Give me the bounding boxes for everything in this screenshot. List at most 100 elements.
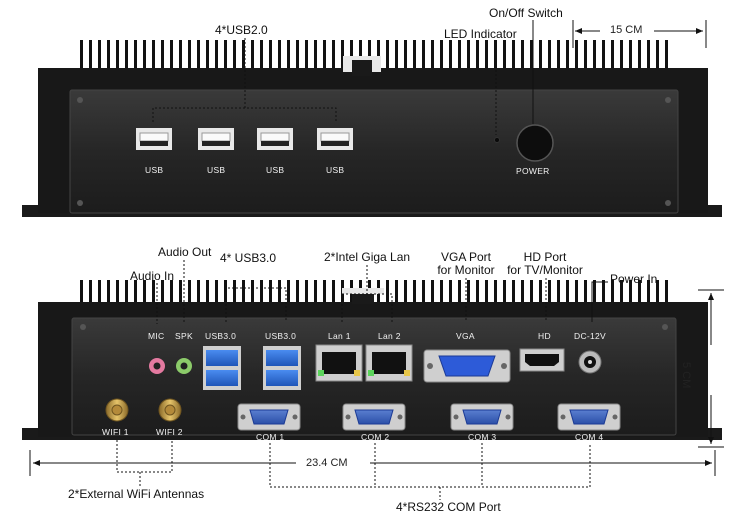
callout-usb2: 4*USB2.0: [215, 23, 268, 37]
depth-dimension: 15 CM: [610, 24, 643, 36]
heatsink-fin: [485, 280, 488, 304]
heatsink-fin: [395, 280, 398, 304]
heatsink-fin: [431, 280, 434, 304]
heatsink-fin: [575, 280, 578, 304]
heatsink-fin: [161, 280, 164, 304]
heatsink-fin: [359, 40, 362, 70]
mic-label: MIC: [148, 331, 165, 341]
lan-ports: [315, 344, 413, 382]
heatsink-fin: [620, 280, 623, 304]
callout-vga: VGA Port for Monitor: [428, 251, 504, 277]
heatsink-fin: [323, 280, 326, 304]
heatsink-fin: [305, 40, 308, 70]
heatsink-fin: [80, 40, 83, 70]
lan1-label: Lan 1: [328, 331, 351, 341]
hd-port: [519, 348, 565, 372]
dimension-arrows: [33, 28, 714, 466]
usb2-ports: [136, 128, 353, 150]
callout-power-switch: On/Off Switch: [489, 6, 563, 20]
heatsink-fin: [449, 40, 452, 70]
heatsink-fin: [125, 280, 128, 304]
heatsink-fin: [170, 40, 173, 70]
callout-vga-line2: for Monitor: [437, 263, 495, 277]
usb3-label-b: USB3.0: [265, 331, 297, 341]
callout-lan: 2*Intel Giga Lan: [324, 250, 411, 264]
heatsink-fin: [638, 40, 641, 70]
heatsink-fin: [134, 280, 137, 304]
bottom-callout-lines: [29, 260, 724, 500]
heatsink-fin: [323, 40, 326, 70]
heatsink-fin: [242, 40, 245, 70]
heatsink-fin: [233, 40, 236, 70]
heatsink-fin: [314, 40, 317, 70]
callout-com: 4*RS232 COM Port: [396, 500, 501, 514]
heatsink-fin: [143, 280, 146, 304]
heatsink-fin: [251, 280, 254, 304]
heatsink-fin: [647, 280, 650, 304]
heatsink-fin: [539, 280, 542, 304]
heatsink-fin: [593, 280, 596, 304]
hd-label: HD: [538, 331, 551, 341]
led-indicator: [494, 137, 500, 143]
dc-jack: [578, 350, 602, 374]
heatsink-fin: [107, 40, 110, 70]
heatsink-fin: [116, 280, 119, 304]
heatsink-fin: [224, 40, 227, 70]
heatsink-fin: [287, 280, 290, 304]
heatsink-fin: [584, 280, 587, 304]
top-unit-chassis: [22, 40, 722, 217]
heatsink-fin: [449, 280, 452, 304]
heatsink-fin: [314, 280, 317, 304]
heatsink-fin: [512, 40, 515, 70]
heatsink-fin: [548, 280, 551, 304]
heatsink-fin: [332, 280, 335, 304]
com1-label: COM 1: [256, 432, 285, 442]
heatsink-fin: [566, 280, 569, 304]
heatsink-fin: [305, 280, 308, 304]
usb-label-4: USB: [326, 165, 345, 175]
heatsink-fin: [188, 280, 191, 304]
heatsink-fin: [296, 40, 299, 70]
heatsink-fin: [107, 280, 110, 304]
heatsink-fin: [593, 40, 596, 70]
heatsink-fin: [566, 40, 569, 70]
heatsink-fin: [143, 40, 146, 70]
callout-vga-line1: VGA Port: [440, 250, 492, 264]
heatsink-fin: [584, 40, 587, 70]
heatsink-fin: [215, 280, 218, 304]
heatsink-fin: [665, 40, 668, 70]
heatsink-fin: [278, 40, 281, 70]
heatsink-fin: [152, 40, 155, 70]
heatsink-fin: [404, 280, 407, 304]
heatsink-fin: [404, 40, 407, 70]
wifi1-label: WIFI 1: [102, 427, 129, 437]
heatsink-fin: [611, 40, 614, 70]
heatsink-fin: [512, 280, 515, 304]
heatsink-fin: [485, 40, 488, 70]
heatsink-fin: [656, 40, 659, 70]
heatsink-fin: [503, 280, 506, 304]
heatsink-fin: [269, 40, 272, 70]
heatsink-fin: [179, 280, 182, 304]
heatsink-fin: [260, 40, 263, 70]
spk-label: SPK: [175, 331, 193, 341]
heatsink-fin: [350, 40, 353, 70]
heatsink-fin: [476, 40, 479, 70]
vga-label: VGA: [456, 331, 475, 341]
heatsink-fin: [278, 280, 281, 304]
heatsink-fin: [539, 40, 542, 70]
heatsink-fin: [440, 280, 443, 304]
vga-port: [423, 349, 511, 383]
heatsink-fin: [638, 280, 641, 304]
heatsink-fin: [629, 40, 632, 70]
heatsink-fin: [458, 280, 461, 304]
heatsink-fin: [647, 40, 650, 70]
callout-wifi: 2*External WiFi Antennas: [68, 487, 205, 501]
heatsink-fin: [431, 40, 434, 70]
com3-label: COM 3: [468, 432, 497, 442]
usb-label-2: USB: [207, 165, 226, 175]
usb-label-3: USB: [266, 165, 285, 175]
heatsink-fin: [296, 280, 299, 304]
callout-audio-out: Audio Out: [158, 245, 212, 259]
heatsink-fin: [386, 280, 389, 304]
